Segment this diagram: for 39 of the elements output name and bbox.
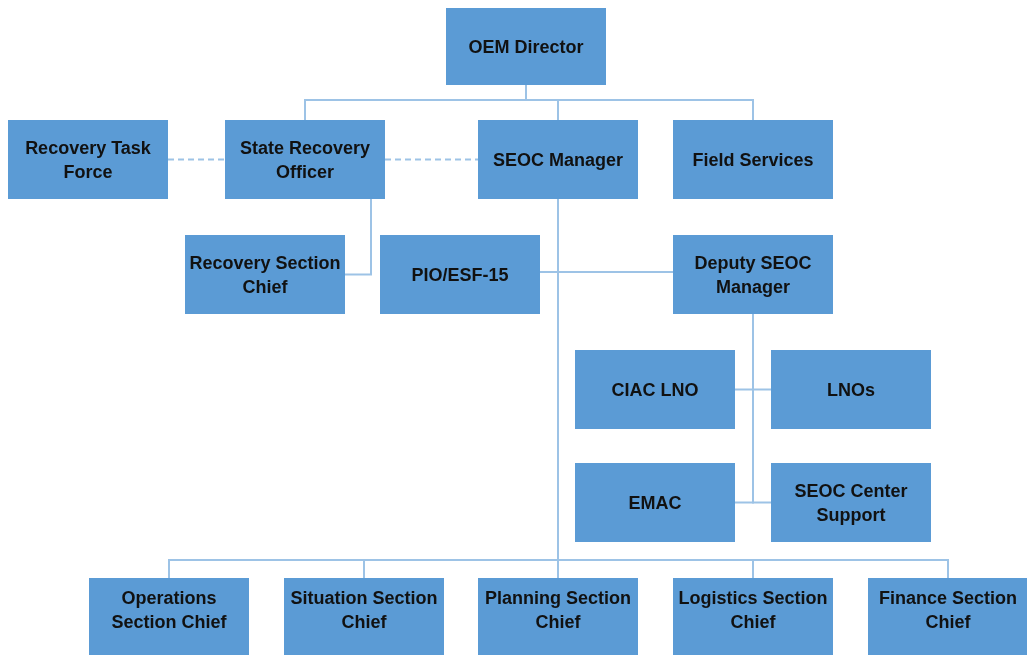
role-title: LNOs bbox=[827, 378, 875, 402]
connector-line bbox=[752, 313, 772, 504]
connector-line bbox=[525, 84, 754, 121]
org-box bbox=[478, 120, 638, 199]
org-box bbox=[771, 350, 931, 429]
org-box bbox=[673, 120, 833, 199]
org-box bbox=[284, 578, 444, 655]
role-title: Situation Section Chief bbox=[289, 587, 439, 634]
org-box bbox=[8, 120, 168, 199]
role-title: State Recovery Officer bbox=[238, 136, 372, 184]
role-title: Planning Section Chief bbox=[484, 587, 632, 634]
org-box bbox=[673, 235, 833, 314]
org-box bbox=[225, 120, 385, 199]
org-box bbox=[575, 350, 735, 429]
dashed-connector bbox=[384, 158, 479, 161]
role-title: OEM Director bbox=[468, 35, 584, 59]
role-title: Recovery Section Chief bbox=[189, 251, 341, 299]
org-box bbox=[185, 235, 345, 314]
org-box bbox=[575, 463, 735, 542]
role-title: Recovery Task Force bbox=[24, 136, 152, 184]
org-box bbox=[771, 463, 931, 542]
dashed-connector bbox=[167, 158, 226, 161]
role-title: Logistics Section Chief bbox=[677, 587, 829, 634]
org-box bbox=[89, 578, 249, 655]
role-title: Deputy SEOC Manager bbox=[693, 251, 813, 299]
org-box bbox=[446, 8, 606, 85]
role-title: EMAC bbox=[628, 491, 682, 515]
connector-line bbox=[344, 198, 372, 276]
role-title: Field Services bbox=[692, 148, 814, 172]
role-title: CIAC LNO bbox=[611, 378, 699, 402]
role-title: Finance Section Chief bbox=[877, 587, 1018, 634]
org-box bbox=[380, 235, 540, 314]
role-title: Operations Section Chief bbox=[110, 587, 228, 634]
role-title: SEOC Manager bbox=[492, 148, 623, 172]
role-title: PIO/ESF-15 bbox=[411, 263, 509, 287]
org-box bbox=[478, 578, 638, 655]
role-title: SEOC Center Support bbox=[793, 479, 909, 527]
org-box bbox=[868, 578, 1027, 655]
org-box bbox=[673, 578, 833, 655]
